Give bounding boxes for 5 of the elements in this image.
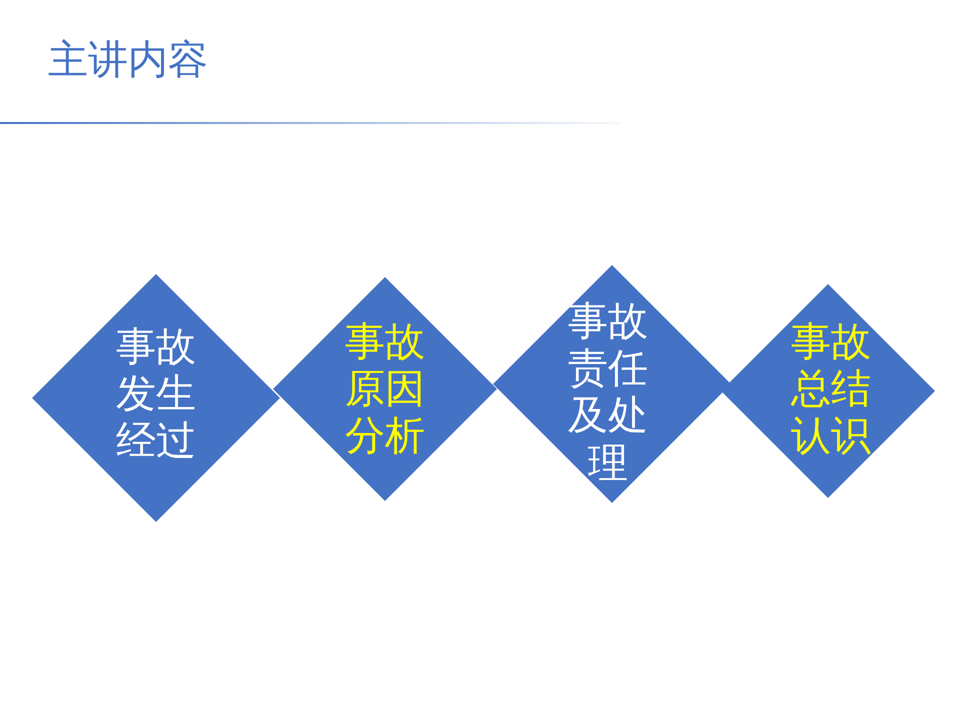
slide-title: 主讲内容 (48, 38, 208, 82)
diamond-label: 事故原因分析 (344, 319, 426, 461)
diamond-label: 事故责任及处理 (567, 298, 649, 488)
diamond-label: 事故总结认识 (790, 319, 872, 461)
diamond-label: 事故发生经过 (115, 324, 197, 466)
